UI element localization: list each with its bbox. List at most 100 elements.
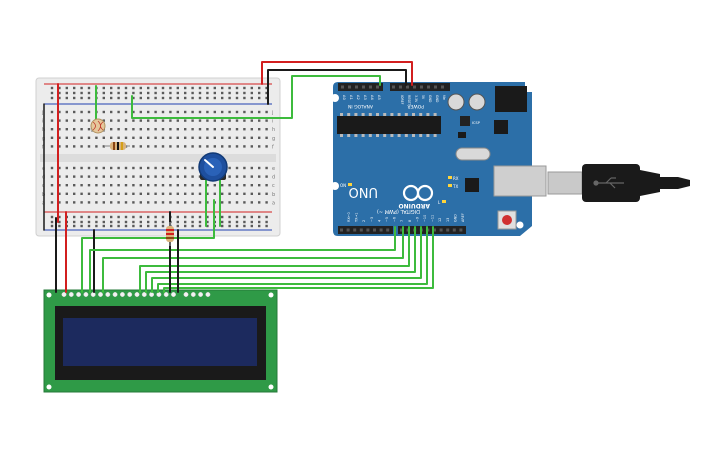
terminal-hole[interactable] — [228, 145, 231, 148]
terminal-hole[interactable] — [50, 110, 54, 114]
arduino-uno[interactable]: UNO ARDUINO DIGITAL (PWM ~) ANALOG IN PO… — [331, 82, 547, 236]
terminal-hole[interactable] — [221, 184, 224, 187]
terminal-hole[interactable] — [206, 119, 209, 122]
terminal-hole[interactable] — [65, 110, 68, 114]
rail-hole[interactable] — [80, 86, 83, 90]
terminal-hole[interactable] — [198, 201, 202, 204]
terminal-hole[interactable] — [221, 119, 224, 122]
terminal-hole[interactable] — [117, 184, 120, 187]
digital-pin[interactable] — [340, 228, 343, 232]
rail-hole[interactable] — [80, 215, 83, 219]
resistor-1[interactable] — [104, 142, 130, 150]
terminal-hole[interactable] — [124, 201, 128, 204]
rail-hole[interactable] — [265, 224, 268, 228]
rail-hole[interactable] — [221, 91, 224, 95]
lcd-16x2[interactable] — [43, 289, 278, 393]
terminal-hole[interactable] — [206, 136, 209, 139]
terminal-hole[interactable] — [87, 175, 91, 178]
rail-hole[interactable] — [221, 215, 224, 219]
rail-hole[interactable] — [250, 224, 253, 228]
terminal-hole[interactable] — [58, 184, 61, 187]
rail-hole[interactable] — [117, 96, 120, 100]
terminal-hole[interactable] — [228, 201, 231, 204]
terminal-hole[interactable] — [65, 128, 68, 131]
terminal-hole[interactable] — [87, 192, 91, 195]
terminal-hole[interactable] — [139, 119, 142, 122]
rail-hole[interactable] — [191, 215, 194, 219]
power-pin[interactable] — [392, 85, 395, 89]
rail-hole[interactable] — [184, 91, 187, 95]
rail-hole[interactable] — [73, 96, 76, 100]
terminal-hole[interactable] — [258, 110, 261, 114]
rail-hole[interactable] — [132, 220, 135, 224]
terminal-hole[interactable] — [221, 110, 224, 114]
terminal-hole[interactable] — [213, 192, 216, 195]
terminal-hole[interactable] — [169, 145, 172, 148]
terminal-hole[interactable] — [117, 110, 120, 114]
terminal-hole[interactable] — [184, 166, 187, 170]
rail-hole[interactable] — [58, 220, 61, 224]
rail-hole[interactable] — [154, 220, 157, 224]
rail-hole[interactable] — [176, 224, 179, 228]
analog-pin[interactable] — [369, 85, 372, 89]
terminal-hole[interactable] — [184, 110, 187, 114]
terminal-hole[interactable] — [50, 145, 54, 148]
terminal-hole[interactable] — [250, 119, 253, 122]
terminal-hole[interactable] — [139, 128, 142, 131]
terminal-hole[interactable] — [102, 166, 105, 170]
rail-hole[interactable] — [235, 96, 239, 100]
terminal-hole[interactable] — [154, 110, 157, 114]
rail-hole[interactable] — [87, 220, 91, 224]
terminal-hole[interactable] — [176, 166, 179, 170]
terminal-hole[interactable] — [139, 136, 142, 139]
terminal-hole[interactable] — [206, 201, 209, 204]
terminal-hole[interactable] — [117, 201, 120, 204]
terminal-hole[interactable] — [50, 192, 54, 195]
terminal-hole[interactable] — [139, 166, 142, 170]
analog-header[interactable] — [338, 83, 383, 91]
terminal-hole[interactable] — [73, 136, 76, 139]
terminal-hole[interactable] — [117, 119, 120, 122]
rail-hole[interactable] — [50, 86, 54, 90]
rail-hole[interactable] — [110, 215, 113, 219]
lcd-pin[interactable] — [76, 292, 82, 297]
rail-hole[interactable] — [184, 224, 187, 228]
terminal-hole[interactable] — [221, 192, 224, 195]
rail-hole[interactable] — [117, 215, 120, 219]
terminal-hole[interactable] — [176, 119, 179, 122]
terminal-hole[interactable] — [124, 175, 128, 178]
terminal-hole[interactable] — [243, 184, 246, 187]
terminal-hole[interactable] — [184, 184, 187, 187]
terminal-hole[interactable] — [198, 128, 202, 131]
terminal-hole[interactable] — [139, 201, 142, 204]
terminal-hole[interactable] — [95, 201, 98, 204]
terminal-hole[interactable] — [154, 184, 157, 187]
terminal-hole[interactable] — [65, 136, 68, 139]
terminal-hole[interactable] — [147, 166, 150, 170]
rail-hole[interactable] — [147, 215, 150, 219]
rail-hole[interactable] — [258, 215, 261, 219]
lcd-pin[interactable] — [68, 292, 74, 297]
rail-hole[interactable] — [198, 224, 202, 228]
terminal-hole[interactable] — [176, 184, 179, 187]
rail-hole[interactable] — [198, 91, 202, 95]
resistor-2[interactable] — [166, 222, 174, 246]
terminal-hole[interactable] — [73, 119, 76, 122]
rail-hole[interactable] — [73, 91, 76, 95]
rail-hole[interactable] — [235, 220, 239, 224]
terminal-hole[interactable] — [132, 192, 135, 195]
rail-hole[interactable] — [206, 215, 209, 219]
rail-hole[interactable] — [95, 224, 98, 228]
terminal-hole[interactable] — [213, 136, 216, 139]
terminal-hole[interactable] — [117, 192, 120, 195]
rail-hole[interactable] — [184, 86, 187, 90]
rail-hole[interactable] — [191, 86, 194, 90]
rail-hole[interactable] — [154, 96, 157, 100]
lcd-pin[interactable] — [156, 292, 162, 297]
terminal-hole[interactable] — [198, 192, 202, 195]
terminal-hole[interactable] — [65, 184, 68, 187]
terminal-hole[interactable] — [206, 192, 209, 195]
terminal-hole[interactable] — [132, 119, 135, 122]
terminal-hole[interactable] — [228, 128, 231, 131]
terminal-hole[interactable] — [235, 201, 239, 204]
